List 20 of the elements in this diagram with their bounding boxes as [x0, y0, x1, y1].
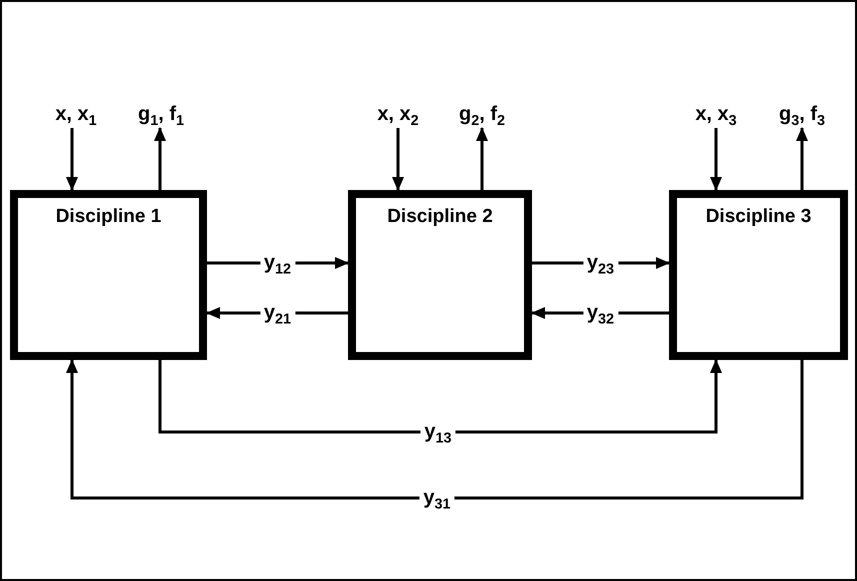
box-title: Discipline 2 [387, 206, 493, 228]
arrow [392, 128, 404, 191]
arrow [476, 127, 488, 190]
box-title: Discipline 3 [706, 206, 812, 228]
arrow [158, 359, 722, 434]
input-label: x, x$_{2}$ [377, 102, 419, 126]
arrow [66, 359, 804, 500]
input-label: x, x$_{3}$ [695, 102, 737, 126]
discipline-box [348, 190, 532, 360]
input-label: x, x$_{1}$ [55, 102, 97, 126]
arrow [710, 128, 722, 191]
output-label: g$_{3}$, f$_{3}$ [778, 102, 826, 126]
arrow [154, 127, 166, 190]
discipline-box [669, 190, 848, 360]
arrow [796, 127, 808, 190]
output-label: g$_{1}$, f$_{1}$ [138, 102, 184, 126]
discipline-box [10, 190, 207, 360]
arrow [66, 128, 78, 191]
box-title: Discipline 1 [56, 206, 162, 228]
output-label: g$_{2}$, f$_{2}$ [458, 102, 506, 126]
